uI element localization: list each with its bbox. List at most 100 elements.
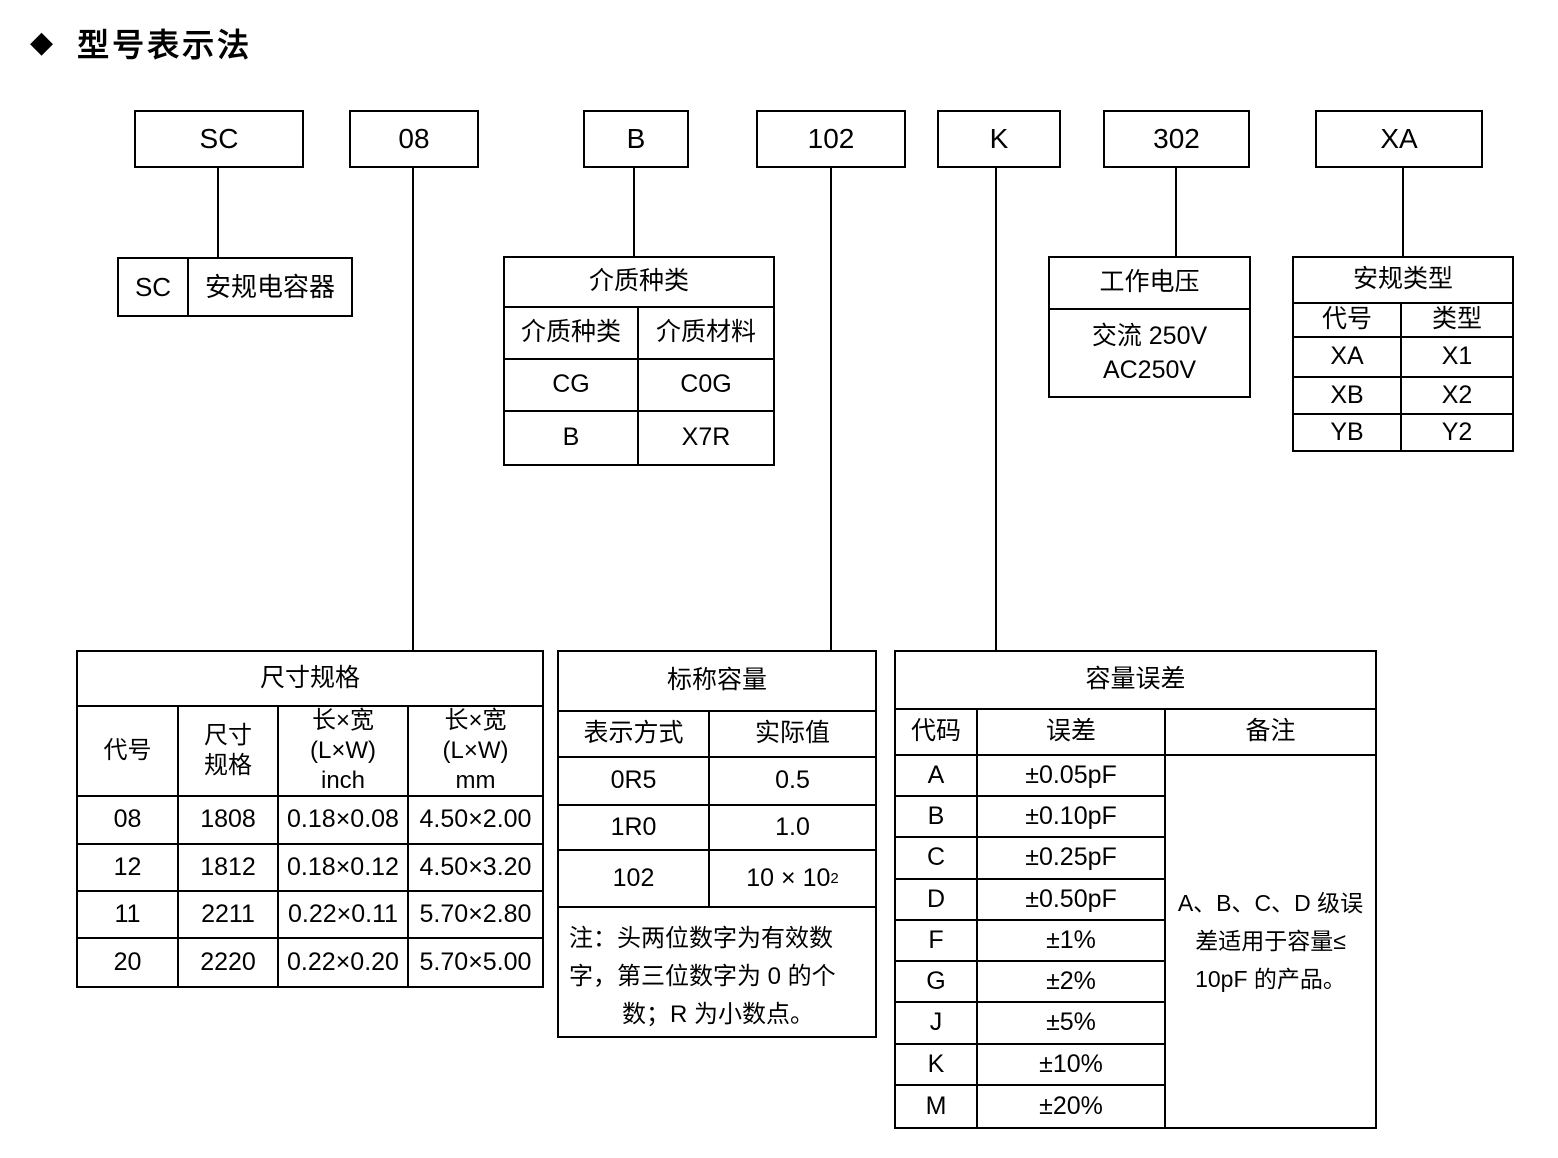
sc-meaning-table: SC 安规电容器 [117, 257, 353, 317]
safety-col-type: 类型 [1402, 304, 1512, 338]
voltage-line-cn: 交流 250V [1091, 322, 1208, 350]
connector-line-size [412, 166, 414, 650]
capacity-col-notation: 表示方式 [559, 712, 710, 758]
code-box-safety: XA [1315, 110, 1483, 168]
tolerance-cell: ±1% [978, 920, 1166, 963]
page-title: ◆ 型号表示法 [30, 20, 252, 66]
dielectric-col-material: 介质材料 [639, 308, 773, 360]
dielectric-table-title: 介质种类 [505, 258, 773, 308]
capacity-cell: 1.0 [710, 806, 875, 851]
dielectric-cell: B [505, 412, 639, 464]
size-table-title: 尺寸规格 [78, 652, 542, 707]
tolerance-cell: G [896, 962, 978, 1004]
tolerance-col-code: 代码 [896, 710, 978, 756]
tolerance-cell: K [896, 1044, 978, 1086]
size-cell: 08 [78, 797, 179, 845]
capacity-cell: 0R5 [559, 758, 710, 806]
dielectric-cell: X7R [681, 423, 731, 452]
safety-cell: XA [1294, 338, 1402, 378]
tolerance-cell: ±2% [978, 962, 1166, 1004]
voltage-line-en: AC250V [1102, 356, 1197, 384]
dielectric-table: 介质种类 介质种类 介质材料 CG C0G B X7R [503, 256, 775, 466]
tolerance-remark-note: A、B、C、D 级误 差适用于容量≤ 10pF 的产品。 [1166, 756, 1375, 1127]
safety-cell: Y2 [1441, 417, 1473, 446]
page-title-text: 型号表示法 [77, 27, 253, 63]
size-cell: 12 [78, 845, 179, 892]
capacity-note: 注：头两位数字为有效数 字，第三位数字为 0 的个 数；R 为小数点。 [559, 908, 875, 1036]
capacity-cell: 0.5 [710, 758, 875, 806]
tolerance-cell: ±5% [978, 1003, 1166, 1045]
connector-line-dielectric [633, 166, 635, 256]
size-cell: 2211 [179, 892, 279, 939]
code-box-tolerance: K [937, 110, 1061, 168]
capacity-cell: 1R0 [559, 806, 710, 851]
safety-col-code: 代号 [1294, 304, 1402, 338]
code-box-size: 08 [349, 110, 479, 168]
tolerance-cell: C [896, 838, 978, 880]
code-box-tolerance-label: K [989, 123, 1009, 154]
tolerance-note-line: A、B、C、D 级误 [1177, 890, 1364, 917]
size-cell: 4.50×2.00 [409, 797, 542, 845]
size-spec-table: 尺寸规格 代号 尺寸 规格 长×宽 (L×W) inch 长×宽 (L×W) m… [76, 650, 544, 988]
dielectric-cell: CG [505, 360, 639, 412]
size-cell: 4.50×3.20 [409, 845, 542, 892]
voltage-table: 工作电压 交流 250V AC250V [1048, 256, 1251, 398]
safety-table-title: 安规类型 [1294, 258, 1512, 304]
size-cell: 0.18×0.08 [279, 797, 409, 845]
sc-meaning-cell: 安规电容器 [204, 271, 335, 302]
code-box-voltage: 302 [1103, 110, 1250, 168]
size-cell: 5.70×5.00 [419, 947, 532, 976]
tolerance-cell: D [896, 879, 978, 921]
code-box-capacity: 102 [756, 110, 906, 168]
tolerance-cell: ±0.50pF [978, 879, 1166, 921]
tolerance-note-line: 差适用于容量≤ [1195, 928, 1346, 955]
size-col-inch: 长×宽 (L×W) inch [279, 707, 409, 797]
tolerance-cell: ±0.25pF [978, 838, 1166, 880]
size-cell: 2220 [179, 939, 279, 986]
capacity-note-line: 注：头两位数字为有效数 [569, 925, 833, 952]
tolerance-col-error: 误差 [978, 710, 1166, 756]
code-box-capacity-label: 102 [807, 123, 855, 154]
safety-cell: X1 [1402, 338, 1512, 378]
tolerance-cell: M [896, 1085, 978, 1127]
size-cell: 0.22×0.11 [279, 892, 409, 939]
connector-line-voltage [1175, 166, 1177, 256]
size-cell: 0.22×0.20 [279, 939, 409, 986]
size-cell: 1808 [179, 797, 279, 845]
code-box-dielectric-label: B [626, 123, 646, 154]
size-cell: 20 [78, 939, 179, 986]
capacity-col-actual: 实际值 [710, 712, 875, 758]
voltage-value-cell: 交流 250V AC250V [1050, 310, 1249, 396]
tolerance-cell: ±0.05pF [978, 756, 1166, 798]
capacity-note-line: 数；R 为小数点。 [622, 1001, 814, 1028]
tolerance-cell: B [896, 797, 978, 839]
tolerance-cell: F [896, 920, 978, 963]
capacity-note-line: 字，第三位数字为 0 的个 [569, 963, 836, 990]
sc-code-cell: SC [119, 259, 189, 315]
code-box-sc-label: SC [199, 123, 239, 154]
capacity-cell: 102 [559, 851, 710, 908]
code-box-size-label: 08 [398, 123, 430, 154]
connector-line-sc [217, 166, 219, 257]
tolerance-cell: A [896, 756, 978, 798]
code-box-voltage-label: 302 [1153, 123, 1200, 154]
safety-cell: YB [1294, 415, 1402, 450]
tolerance-cell: ±20% [978, 1085, 1166, 1127]
voltage-table-title: 工作电压 [1050, 258, 1249, 310]
capacity-table: 标称容量 表示方式 实际值 0R5 0.5 1R0 1.0 102 10 × 1… [557, 650, 877, 1038]
tolerance-cell: ±0.10pF [978, 797, 1166, 839]
tolerance-table: 容量误差 代码 误差 备注 A、B、C、D 级误 差适用于容量≤ 10pF 的产… [894, 650, 1377, 1129]
code-box-safety-label: XA [1380, 123, 1418, 154]
connector-line-safety [1402, 166, 1404, 256]
size-cell: 11 [78, 892, 179, 939]
diamond-icon: ◆ [30, 26, 54, 59]
code-box-dielectric: B [583, 110, 689, 168]
size-cell: 1812 [179, 845, 279, 892]
size-col-mm: 长×宽 (L×W) mm [409, 707, 542, 797]
code-box-sc: SC [134, 110, 304, 168]
connector-line-tolerance [995, 166, 997, 650]
dielectric-col-type: 介质种类 [505, 308, 639, 360]
size-col-spec: 尺寸 规格 [179, 707, 279, 797]
